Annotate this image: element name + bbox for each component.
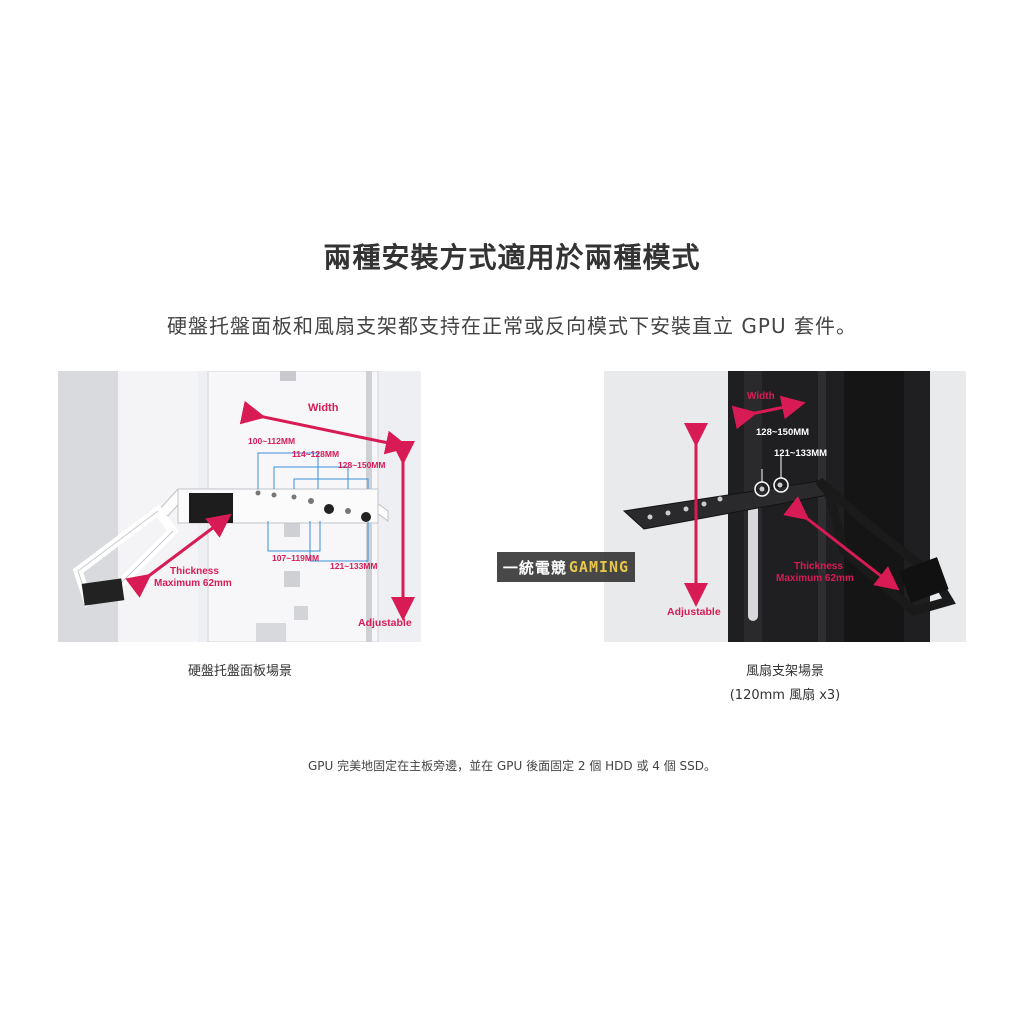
footer-note: GPU 完美地固定在主板旁邊，並在 GPU 後面固定 2 個 HDD 或 4 個… (307, 759, 717, 773)
dimension-label-1: 100~112MM (248, 436, 295, 446)
dimension-label-2: 121~133MM (774, 448, 827, 459)
right-caption-main: 風扇支架場景 (745, 664, 824, 679)
page-subtitle: 硬盤托盤面板和風扇支架都支持在正常或反向模式下安裝直立 GPU 套件。 (167, 314, 857, 338)
right-caption-sub: (120mm 風扇 x3) (729, 688, 841, 703)
dimension-label-1: 128~150MM (756, 427, 809, 438)
dimension-label-3: 128~150MM (338, 460, 386, 470)
thickness-max-label: Maximum 62mm (154, 578, 232, 589)
hdd-tray-scenario-image: Width 100~112MM 114~128MM 128~150MM 107~… (58, 371, 421, 642)
dimension-label-4: 107~119MM (272, 553, 319, 563)
adjustable-label: Adjustable (358, 617, 412, 629)
right-caption: 風扇支架場景 (120mm 風扇 x3) (685, 660, 885, 708)
fan-bracket-scenario-image: Width 128~150MM 121~133MM Thickness Maxi… (604, 371, 966, 642)
dimension-label-2: 114~128MM (292, 449, 339, 459)
page-title: 兩種安裝方式適用於兩種模式 (323, 241, 701, 274)
thickness-max-label: Maximum 62mm (776, 573, 854, 584)
left-caption: 硬盤托盤面板場景 (187, 664, 292, 679)
thickness-label: Thickness (794, 561, 843, 572)
width-label: Width (747, 391, 775, 402)
watermark-logo: 一統電競 GAMING (497, 552, 635, 582)
watermark-cn: 一統電競 (502, 558, 567, 577)
thickness-label: Thickness (170, 566, 219, 577)
adjustable-label: Adjustable (667, 606, 721, 618)
watermark-en: GAMING (568, 558, 630, 576)
dimension-label-5: 121~133MM (330, 561, 378, 571)
hdd-tray-illustration: Width 100~112MM 114~128MM 128~150MM 107~… (58, 371, 421, 642)
width-label: Width (308, 402, 339, 414)
fan-bracket-illustration: Width 128~150MM 121~133MM Thickness Maxi… (622, 371, 956, 642)
